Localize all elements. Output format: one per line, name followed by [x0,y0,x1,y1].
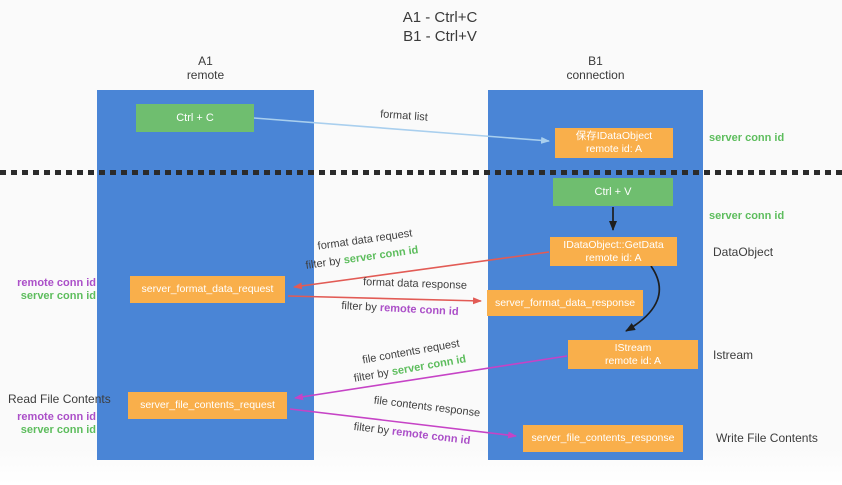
dataobject-annotation: DataObject [713,245,774,259]
remote-conn-id-annotation: remote conn id [17,277,96,289]
istream-node: IStream remote id: A [568,340,698,369]
format-response-label: server_format_data_response [494,296,636,309]
idataobject-getdata-node: IDataObject::GetData remote id: A [550,237,677,266]
server-format-data-response-node: server_format_data_response [487,290,643,316]
format-data-response-arrow [287,295,482,305]
server-conn-id-annotation-top: server conn id [709,132,785,144]
conn-id-annotation-pair-2: remote conn id server conn id [0,411,96,437]
filter-by-text: filter by [352,366,390,385]
lane-header-b1: B1 connection [488,54,703,82]
ctrl-v-label: Ctrl + V [594,185,632,198]
remote-conn-id-key: remote conn id [391,425,471,448]
lane-b1-role: connection [566,68,625,82]
diagram-title: A1 - Ctrl+C B1 - Ctrl+V [340,8,540,46]
save-idataobject-line2: remote id: A [585,143,643,155]
istream-line2: remote id: A [604,354,662,367]
ctrl-c-node: Ctrl + C [136,104,254,132]
lane-header-a1: A1 remote [97,54,314,82]
lane-b1-name: B1 [588,54,603,68]
ctrl-c-label: Ctrl + C [176,111,214,124]
format-request-label: server_format_data_request [141,283,274,295]
title-line-1: A1 - Ctrl+C [402,9,478,26]
ctrl-v-node: Ctrl + V [553,178,673,206]
file-contents-response-filter-label: filter by remote conn id [337,419,487,449]
read-file-contents-annotation: Read File Contents [8,392,111,406]
getdata-line2: remote id: A [585,251,642,264]
filter-by-text: filter by [341,299,378,314]
lane-a1-name: A1 [198,54,213,68]
remote-conn-id-key: remote conn id [379,301,459,319]
server-conn-id-annotation: server conn id [20,424,96,436]
server-conn-id-annotation-mid: server conn id [709,210,785,222]
filter-by-text: filter by [353,420,390,438]
save-idataobject-line1: 保存IDataObject [575,130,653,142]
lane-a1-role: remote [186,68,225,82]
server-conn-id-annotation: server conn id [20,290,96,302]
title-line-2: B1 - Ctrl+V [403,28,477,45]
file-contents-response-edge-label: file contents response [373,394,481,420]
server-format-data-request-node: server_format_data_request [130,276,285,303]
istream-annotation: Istream [713,348,754,362]
server-file-contents-response-node: server_file_contents_response [523,425,683,452]
istream-line1: IStream [614,341,652,354]
file-response-label: server_file_contents_response [531,432,675,444]
write-file-contents-annotation: Write File Contents [716,431,818,445]
conn-id-annotation-pair-1: remote conn id server conn id [0,277,96,303]
getdata-line1: IDataObject::GetData [563,238,664,251]
server-file-contents-request-node: server_file_contents_request [128,392,287,419]
format-data-response-edge-label: format data response [362,276,468,292]
save-idataobject-node: 保存IDataObject remote id: A [555,128,673,158]
remote-conn-id-annotation: remote conn id [17,411,96,423]
format-data-response-filter-label: filter by remote conn id [325,299,475,319]
file-request-label: server_file_contents_request [140,399,275,411]
format-list-edge-label: format list [379,108,429,124]
machine-boundary-dotted-line [0,170,842,175]
